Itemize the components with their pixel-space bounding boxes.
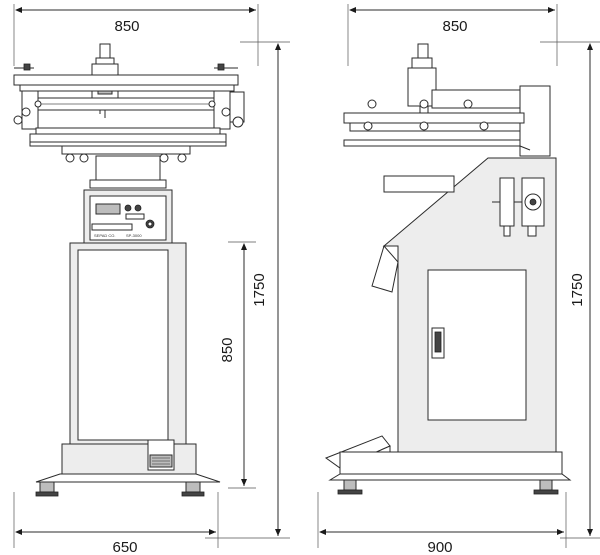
dim-front-cabinet-height: 850	[219, 241, 256, 489]
dim-label-front-top: 850	[114, 18, 139, 35]
dim-side-top-width: 850	[347, 4, 558, 66]
panel-model-label: SP-3000	[126, 233, 142, 238]
dim-label-front-bottom: 650	[112, 539, 137, 555]
dim-front-total-height: 1750	[205, 41, 290, 539]
front-control-panel: SEPAD CO. SP-3000	[83, 189, 173, 245]
dimensions: 850 850 1750 850 1750	[13, 4, 600, 555]
dim-label-cabinet-height: 850	[219, 337, 236, 362]
side-tray	[371, 244, 399, 293]
dim-label-side-top: 850	[442, 18, 467, 35]
dim-label-side-bottom: 900	[427, 539, 452, 555]
dim-front-top-width: 850	[13, 4, 259, 66]
side-base	[328, 451, 572, 495]
dim-side-total-height: 1750	[540, 41, 600, 539]
front-top-frame	[13, 63, 245, 130]
dim-label-front-height: 1750	[251, 273, 268, 306]
front-column	[89, 155, 167, 189]
dim-front-bottom-width: 650	[13, 492, 219, 555]
side-main-body	[382, 157, 557, 453]
dim-label-side-height: 1750	[569, 273, 586, 306]
side-print-head	[407, 43, 437, 115]
panel-brand-label: SEPAD CO.	[94, 233, 116, 238]
dim-side-bottom-width: 900	[317, 492, 567, 555]
front-print-table	[29, 127, 227, 163]
front-view: SEPAD CO. SP-3000	[13, 43, 245, 497]
front-cabinet	[61, 242, 197, 475]
side-upper-arm	[343, 85, 551, 157]
side-air-regulator	[492, 177, 545, 237]
front-base	[35, 473, 221, 497]
side-view	[324, 43, 572, 495]
